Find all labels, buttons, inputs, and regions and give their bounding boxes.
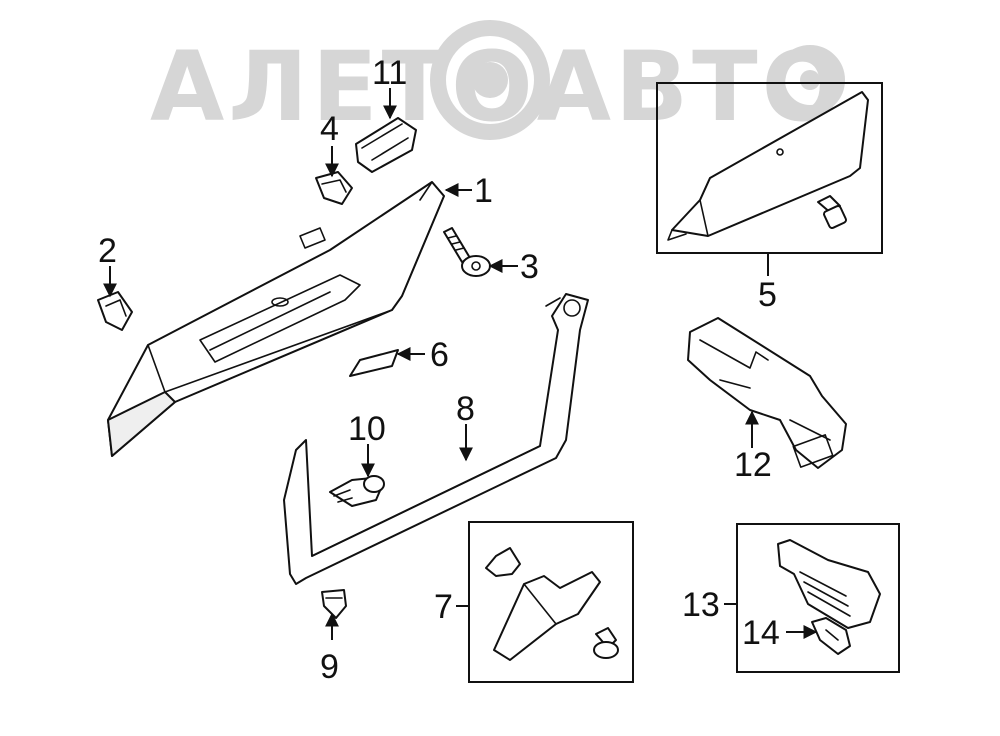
watermark-gear-icon: [430, 20, 550, 140]
part-10-push-pin: [329, 475, 385, 507]
callout-1: 1: [474, 172, 493, 210]
part-2-clip: [97, 291, 133, 331]
callout-3: 3: [520, 248, 539, 286]
part-12-bracket: [687, 317, 847, 469]
callout-9: 9: [320, 648, 339, 686]
callout-12: 12: [734, 446, 772, 484]
watermark: АЛЕТОАВТО: [150, 20, 845, 143]
part-11-handle-cover: [355, 117, 417, 173]
part-13-box: [736, 523, 900, 673]
callout-10: 10: [348, 410, 386, 448]
callout-8: 8: [456, 390, 475, 428]
part-1-trim-panel: [107, 181, 445, 457]
part-5-box: [656, 82, 883, 254]
callouts: 1 2 3 4 5 6 7 8 9 10 11 12 13 14: [98, 54, 780, 686]
part-9-clip: [321, 589, 347, 619]
part-7-box: [468, 521, 634, 683]
part-6-pad: [349, 349, 399, 377]
callout-13: 13: [682, 586, 720, 624]
part-3-screw: [443, 227, 491, 277]
callout-2: 2: [98, 232, 117, 270]
callout-6: 6: [430, 336, 449, 374]
watermark-gear-icon-right: [775, 45, 845, 115]
callout-7: 7: [434, 588, 453, 626]
leader-lines: [103, 88, 818, 640]
callout-4: 4: [320, 110, 339, 148]
callout-5: 5: [758, 276, 777, 314]
part-8-lower-trim: [283, 293, 589, 585]
callout-11: 11: [372, 54, 407, 92]
callout-14: 14: [742, 614, 780, 652]
part-4-retainer: [315, 171, 353, 205]
